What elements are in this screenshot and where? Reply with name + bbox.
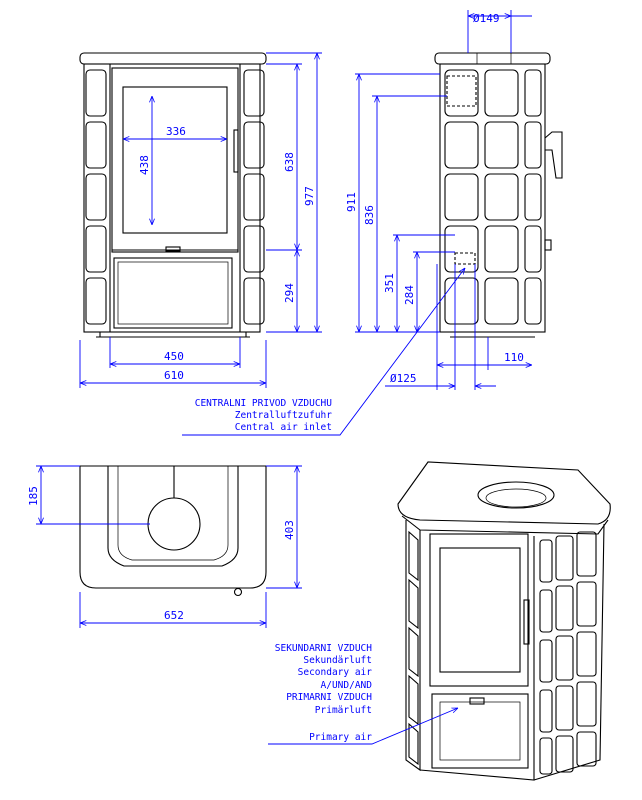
iso-top-plate [397, 461, 611, 525]
side-handle [544, 131, 563, 179]
side-body [439, 63, 546, 333]
svg-text:Primärluft: Primärluft [315, 705, 372, 716]
ash-drawer [113, 257, 233, 329]
dim-610: 610 [164, 369, 184, 382]
side-dimensions: Ø149 911 836 351 284 110 Ø125 [345, 10, 532, 390]
front-door [111, 67, 239, 253]
top-view: 185 403 652 [27, 465, 302, 628]
flue-collar-circle [147, 497, 201, 551]
svg-text:CENTRALNI PRIVOD VZDUCHU: CENTRALNI PRIVOD VZDUCHU [195, 398, 333, 409]
top-body-outline [107, 466, 239, 567]
svg-text:Secondary air: Secondary air [298, 667, 373, 678]
iso-ash-drawer [431, 693, 529, 769]
iso-door [429, 533, 529, 687]
dim-652: 652 [164, 609, 184, 622]
svg-text:A/UND/AND: A/UND/AND [321, 680, 373, 691]
front-glass [122, 86, 228, 234]
dim-638: 638 [283, 152, 296, 172]
secondary-primary-label: SEKUNDARNI VZDUCH Sekundärluft Secondary… [275, 643, 373, 743]
dim-977: 977 [303, 186, 316, 206]
front-dimensions: 336 438 638 294 977 450 610 [79, 52, 322, 388]
front-view: 336 438 638 294 977 450 610 [79, 52, 322, 388]
dim-284: 284 [403, 285, 416, 305]
flue-outlet-hidden [446, 75, 477, 107]
secondary-primary-leader [268, 707, 458, 745]
front-top-plate [79, 52, 267, 65]
side-tiles [444, 69, 542, 325]
central-air-label: CENTRALNI PRIVOD VZDUCHU Zentralluftzufu… [195, 398, 333, 433]
svg-text:Sekundärluft: Sekundärluft [303, 655, 372, 666]
dim-185: 185 [27, 486, 40, 506]
dim-294: 294 [283, 283, 296, 303]
dim-450: 450 [164, 350, 184, 363]
side-view: Ø149 911 836 351 284 110 Ø125 [182, 10, 563, 436]
svg-text:Zentralluftzufuhr: Zentralluftzufuhr [235, 410, 333, 421]
dim-diameter-125: Ø125 [390, 372, 417, 385]
central-air-leader [182, 268, 465, 436]
top-outline [79, 465, 267, 589]
air-inlet-hidden [454, 252, 476, 265]
front-right-tiles [243, 69, 265, 325]
door-handle [233, 129, 239, 173]
dim-836: 836 [363, 205, 376, 225]
dim-110: 110 [504, 351, 524, 364]
top-dimensions: 185 403 652 [27, 465, 302, 628]
dim-glass-width: 336 [166, 125, 186, 138]
dim-diameter-149: Ø149 [473, 12, 500, 25]
dim-351: 351 [383, 273, 396, 293]
svg-text:SEKUNDARNI VZDUCH: SEKUNDARNI VZDUCH [275, 643, 373, 654]
front-left-tiles [85, 69, 107, 325]
isometric-view: SEKUNDARNI VZDUCH Sekundärluft Secondary… [268, 461, 611, 781]
dim-911: 911 [345, 192, 358, 212]
iso-side-tiles [539, 531, 597, 775]
svg-text:Central air inlet: Central air inlet [235, 422, 332, 433]
iso-left-tiles [408, 530, 419, 766]
side-top-plate [434, 52, 551, 65]
dim-glass-height: 438 [138, 155, 151, 175]
dim-403: 403 [283, 520, 296, 540]
svg-text:Primary air: Primary air [309, 732, 372, 743]
svg-text:PRIMARNI VZDUCH: PRIMARNI VZDUCH [286, 692, 372, 703]
